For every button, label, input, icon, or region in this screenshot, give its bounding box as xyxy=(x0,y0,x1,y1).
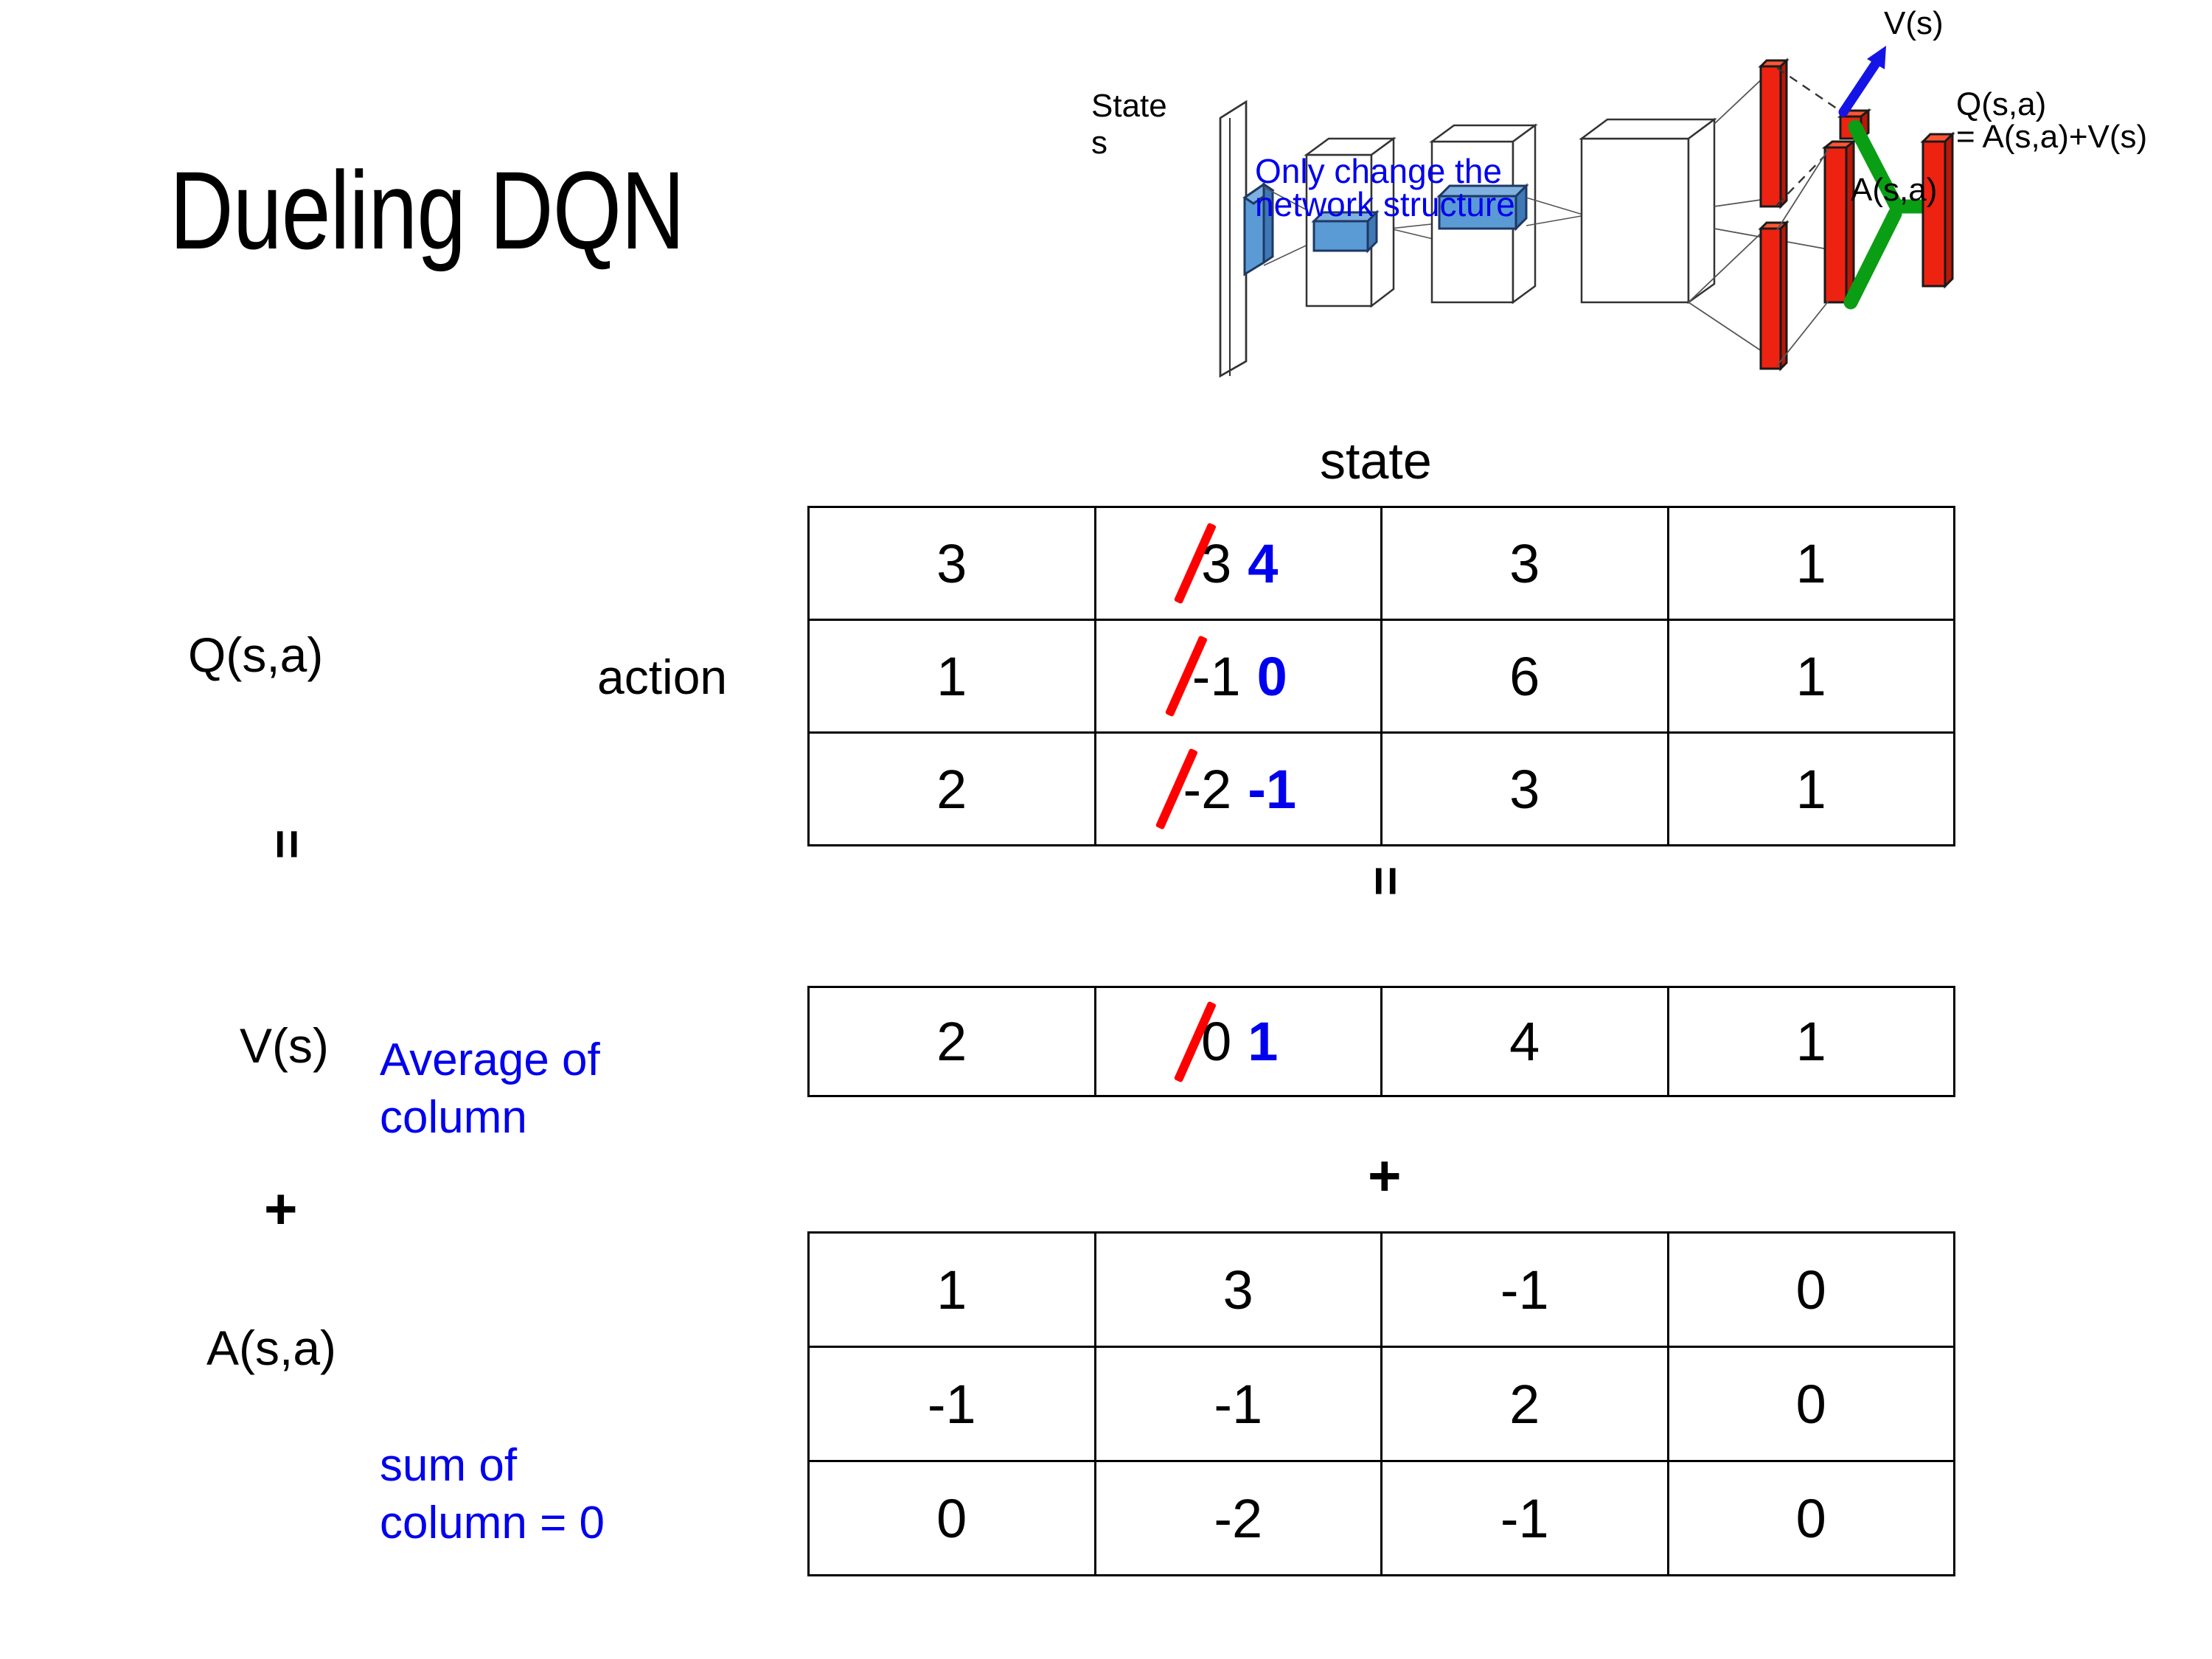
table-row: -1 -1 2 0 xyxy=(807,1346,1955,1462)
cell-value: 1 xyxy=(1795,758,1826,820)
q-function-label: Q(s,a) xyxy=(188,627,324,682)
cell-value: 1 xyxy=(1795,532,1826,594)
network-diagram-svg xyxy=(1219,46,1955,378)
q-cell-1-3[interactable]: 1 xyxy=(1666,619,1955,734)
v-cell-0-2[interactable]: 4 xyxy=(1380,986,1669,1097)
diagram-note-line1: Only change the xyxy=(1255,152,1503,190)
cell-value: 1 xyxy=(936,1259,967,1321)
cell-value: -2 xyxy=(1214,1487,1263,1549)
v-cell-0-1[interactable]: 0 1 xyxy=(1093,986,1382,1097)
q-cell-2-0[interactable]: 2 xyxy=(807,731,1096,846)
table-row: 3 3 4 3 1 xyxy=(807,506,1955,621)
a-cell-2-1[interactable]: -2 xyxy=(1093,1460,1382,1576)
v-arrow xyxy=(1838,46,1886,117)
diagram-note-line2: network structure xyxy=(1255,185,1515,223)
equals-sign-left-q-v: = xyxy=(259,829,316,860)
plus-sign-left-v-a: + xyxy=(264,1176,298,1241)
struck-old-value: -2 xyxy=(1155,748,1234,830)
cell-old-value: 3 xyxy=(1201,532,1232,594)
q-cell-2-2[interactable]: 3 xyxy=(1380,731,1669,846)
cell-value: 3 xyxy=(1509,758,1540,820)
cell-value: 0 xyxy=(936,1487,967,1549)
q-cell-1-1[interactable]: -1 0 xyxy=(1093,619,1382,734)
cell-value: 3 xyxy=(1509,532,1540,594)
cell-value: 0 xyxy=(1795,1259,1826,1321)
diagram-v-label: V(s) xyxy=(1884,5,1944,41)
cell-value: 2 xyxy=(936,1011,967,1072)
diagram-q-label-line2: = A(s,a)+V(s) xyxy=(1956,119,2148,155)
table-row: 2 -2 -1 3 1 xyxy=(807,731,1955,846)
a-note-line2: column = 0 xyxy=(380,1498,605,1548)
a-function-label: A(s,a) xyxy=(206,1321,337,1375)
a-note-line1: sum of xyxy=(380,1440,518,1491)
a-cell-0-3[interactable]: 0 xyxy=(1666,1231,1955,1348)
cell-value: -1 xyxy=(927,1373,976,1435)
q-cell-0-3[interactable]: 1 xyxy=(1666,506,1955,621)
a-cell-1-1[interactable]: -1 xyxy=(1093,1346,1382,1462)
v-note-line2: column xyxy=(380,1092,527,1143)
v-table: 2 0 1 4 1 xyxy=(807,986,1955,1097)
table-row: 0 -2 -1 0 xyxy=(807,1460,1955,1576)
diagram-state-label-line2: s xyxy=(1091,125,1107,161)
cell-value: 2 xyxy=(1509,1373,1540,1435)
v-function-label: V(s) xyxy=(240,1018,329,1073)
a-table: 1 3 -1 0 -1 -1 2 0 0 -2 -1 xyxy=(807,1231,1955,1576)
cell-new-value: -1 xyxy=(1248,758,1297,820)
diagram-q-label-line1: Q(s,a) xyxy=(1956,86,2047,122)
cell-old-value: 0 xyxy=(1201,1011,1232,1072)
a-cell-1-2[interactable]: 2 xyxy=(1380,1346,1669,1462)
q-table: 3 3 4 3 1 1 -1 xyxy=(807,506,1955,846)
cell-value: 0 xyxy=(1795,1487,1826,1549)
cell-value: -1 xyxy=(1500,1259,1549,1321)
cell-value: 1 xyxy=(1795,645,1826,707)
equals-sign-between-q-and-v: = xyxy=(1357,866,1415,897)
q-cell-1-2[interactable]: 6 xyxy=(1380,619,1669,734)
q-cell-1-0[interactable]: 1 xyxy=(807,619,1096,734)
v-cell-0-0[interactable]: 2 xyxy=(807,986,1096,1097)
cell-value: 6 xyxy=(1509,645,1540,707)
cell-value: -1 xyxy=(1500,1487,1549,1549)
cell-value: 2 xyxy=(936,758,967,820)
table-row: 1 3 -1 0 xyxy=(807,1231,1955,1348)
a-cell-1-0[interactable]: -1 xyxy=(807,1346,1096,1462)
diagram-a-label: A(s,a) xyxy=(1851,172,1938,208)
struck-old-value: 0 xyxy=(1174,1001,1234,1082)
a-cell-2-3[interactable]: 0 xyxy=(1666,1460,1955,1576)
cell-old-value: -1 xyxy=(1192,645,1241,707)
q-cell-2-1[interactable]: -2 -1 xyxy=(1093,731,1382,846)
a-cell-0-1[interactable]: 3 xyxy=(1093,1231,1382,1348)
a-cell-2-2[interactable]: -1 xyxy=(1380,1460,1669,1576)
struck-old-value: 3 xyxy=(1174,522,1234,605)
q-cell-0-1[interactable]: 3 4 xyxy=(1093,506,1382,621)
a-cell-0-0[interactable]: 1 xyxy=(807,1231,1096,1348)
cell-value: 4 xyxy=(1509,1011,1540,1072)
cell-value: -1 xyxy=(1214,1373,1263,1435)
action-axis-label: action xyxy=(597,650,728,704)
table-row: 2 0 1 4 1 xyxy=(807,986,1955,1097)
v-note-line1: Average of xyxy=(380,1034,600,1085)
q-cell-2-3[interactable]: 1 xyxy=(1666,731,1955,846)
cell-value: 1 xyxy=(936,645,967,707)
cell-new-value: 0 xyxy=(1256,645,1287,707)
v-cell-0-3[interactable]: 1 xyxy=(1666,986,1955,1097)
cell-old-value: -2 xyxy=(1183,758,1232,820)
state-axis-label: state xyxy=(1320,432,1432,490)
cell-new-value: 4 xyxy=(1248,532,1279,594)
a-cell-1-3[interactable]: 0 xyxy=(1666,1346,1955,1462)
cell-value: 1 xyxy=(1795,1011,1826,1072)
page-title: Dueling DQN xyxy=(170,148,685,272)
struck-old-value: -1 xyxy=(1164,635,1244,717)
cell-new-value: 1 xyxy=(1248,1011,1279,1072)
a-cell-0-2[interactable]: -1 xyxy=(1380,1231,1669,1348)
table-row: 1 -1 0 6 1 xyxy=(807,619,1955,734)
cell-value: 3 xyxy=(936,532,967,594)
cell-value: 3 xyxy=(1222,1259,1253,1321)
a-cell-2-0[interactable]: 0 xyxy=(807,1460,1096,1576)
dueling-network-diagram: State s Only change the network structur… xyxy=(1091,5,2205,420)
q-cell-0-0[interactable]: 3 xyxy=(807,506,1096,621)
plus-sign-between-v-and-a: + xyxy=(1368,1143,1402,1208)
diagram-state-label-line1: State xyxy=(1091,88,1167,124)
cell-value: 0 xyxy=(1795,1373,1826,1435)
q-cell-0-2[interactable]: 3 xyxy=(1380,506,1669,621)
